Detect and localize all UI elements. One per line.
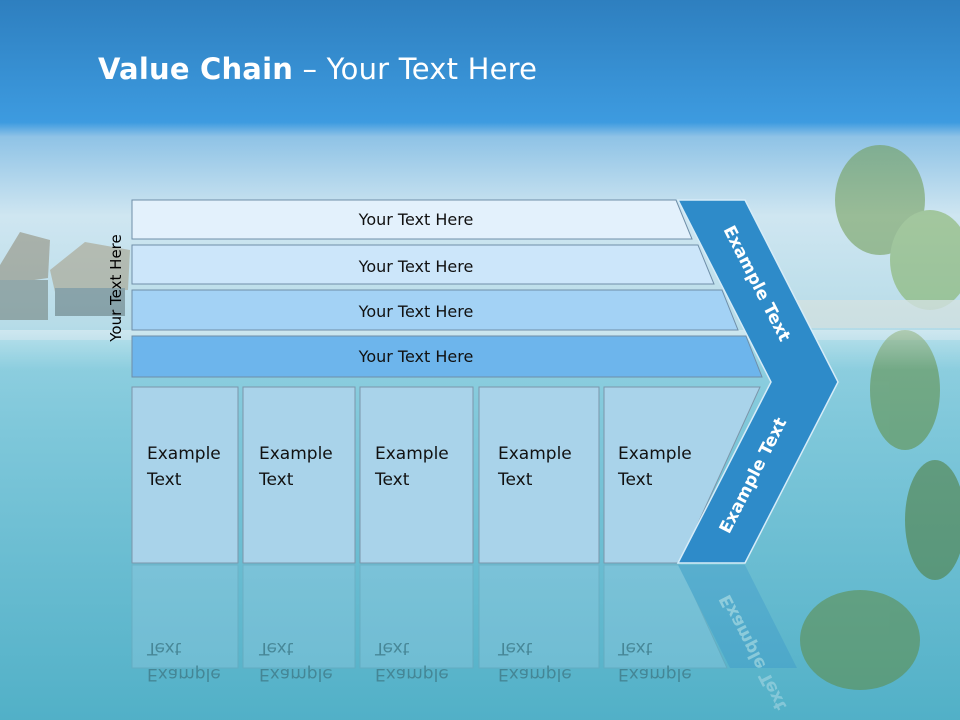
slide-title: Value Chain – Your Text Here [98, 52, 537, 86]
bar-row-1: Your Text Here [131, 199, 693, 240]
box-3: Example Text [359, 386, 474, 564]
bar-label: Your Text Here [358, 210, 474, 229]
box-label-line2: Text [146, 470, 182, 490]
box-label-line1-reflection: Example [618, 664, 692, 684]
box-shape-reflection [359, 564, 474, 669]
box-shape-reflection [478, 564, 600, 669]
bar-shape [131, 244, 715, 285]
box-label-line2: Text [258, 470, 294, 490]
bar-label: Your Text Here [358, 347, 474, 366]
bar-row-3: Your Text Here [131, 289, 739, 331]
foliage-illustration [780, 145, 960, 690]
box-label-line2-reflection: Text [617, 638, 653, 658]
hut-illustration [0, 232, 130, 320]
box-label-line2: Text [497, 470, 533, 490]
slide-title-rest: – Your Text Here [293, 52, 538, 86]
bar-row-2: Your Text Here [131, 244, 715, 285]
bar-shape [131, 289, 739, 331]
box-label-line1-reflection: Example [375, 664, 449, 684]
box-label-line1-reflection: Example [498, 664, 572, 684]
bar-shape [131, 335, 763, 378]
box-label-line1: Example [147, 444, 221, 464]
box-label-line1: Example [375, 444, 449, 464]
box-label-line2-reflection: Text [146, 638, 182, 658]
bar-shape [131, 199, 693, 240]
box-label-line1: Example [259, 444, 333, 464]
box-label-line2-reflection: Text [258, 638, 294, 658]
box-label-line1-reflection: Example [259, 664, 333, 684]
bar-label: Your Text Here [358, 257, 474, 276]
box-shape [359, 386, 474, 564]
reflection: Example Text Example Text Example Text E… [131, 564, 797, 713]
box-label-line2: Text [374, 470, 410, 490]
box-shape [478, 386, 600, 564]
box-4: Example Text [478, 386, 600, 564]
slide-title-bold: Value Chain [98, 52, 294, 86]
box-label-line2-reflection: Text [374, 638, 410, 658]
box-label-line2: Text [617, 470, 653, 490]
box-1: Example Text [131, 386, 239, 564]
box-label-line2-reflection: Text [497, 638, 533, 658]
box-shape [242, 386, 356, 564]
box-label-line1-reflection: Example [147, 664, 221, 684]
box-label-line1: Example [498, 444, 572, 464]
chevron-shape [676, 199, 839, 564]
box-2: Example Text [242, 386, 356, 564]
box-shape [131, 386, 239, 564]
box-shape-reflection [242, 564, 356, 669]
box-shape-reflection [131, 564, 239, 669]
chevron-shape-reflection [678, 565, 797, 668]
bar-row-4: Your Text Here [131, 335, 763, 378]
box-label-line1: Example [618, 444, 692, 464]
bar-label: Your Text Here [358, 302, 474, 321]
box-shape-reflection [603, 564, 728, 669]
